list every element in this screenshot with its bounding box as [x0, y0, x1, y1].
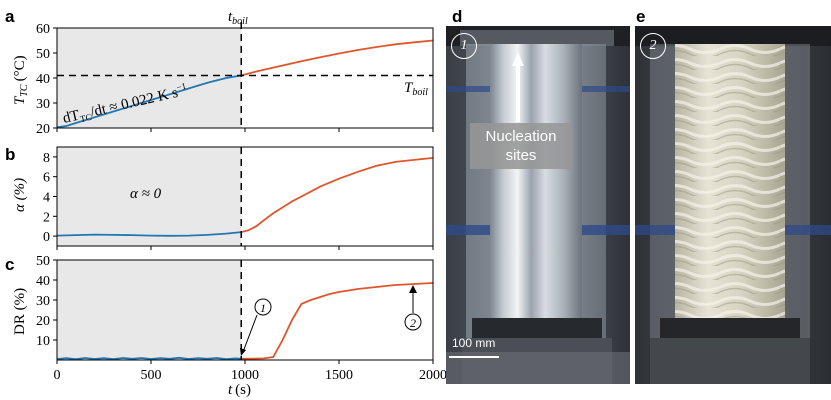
nucleation-line-2: sites [505, 147, 537, 164]
ytick-label-b: 8 [43, 151, 50, 166]
shaded-region-b [57, 147, 242, 246]
nucleation-line-1: Nucleation [485, 128, 557, 145]
y-label-a: TTC(°C) [12, 55, 30, 105]
ytick-label-b: 2 [43, 210, 50, 225]
series-line-a-1 [56, 74, 242, 129]
panel-letter-a: a [5, 7, 15, 26]
ytick-label-b: 6 [43, 171, 50, 186]
panel-letter-d: d [452, 7, 462, 26]
scale-bar [449, 356, 499, 358]
ytick-label-c: 10 [36, 334, 50, 349]
chart-a: 20 30 40 50 60 [36, 22, 434, 137]
xtick-label: 1000 [231, 368, 259, 383]
xtick-label: 0 [54, 368, 61, 383]
series-line-c-2 [241, 282, 434, 360]
ytick-label-c: 40 [36, 274, 50, 289]
xtick-label: 1500 [325, 368, 353, 383]
panel-letter-c: c [5, 255, 14, 274]
marker-2: 2 [404, 285, 422, 331]
series-line-c-1 [56, 356, 242, 361]
marker-1: 1 [240, 298, 272, 356]
svg-text:2: 2 [410, 316, 416, 330]
ytick-label-b: 0 [43, 230, 50, 245]
T-boil-label: Tboil [404, 80, 428, 98]
ytick-label-a: 30 [36, 97, 50, 112]
panel-letter-b: b [5, 145, 15, 164]
shaded-region-c [57, 260, 242, 360]
series-line-b-2 [240, 157, 434, 233]
photo-e-badge: 2 [640, 33, 666, 59]
chart-b: 0 2 4 6 8 [43, 146, 434, 250]
series-line-b-1 [56, 231, 242, 237]
shaded-region-a [57, 28, 242, 128]
ytick-label-b: 4 [43, 191, 50, 206]
photo-d [446, 26, 630, 384]
xtick-label: 2000 [419, 368, 447, 383]
ytick-label-a: 50 [36, 47, 50, 62]
photo-d-badge: 1 [451, 33, 477, 59]
xtick-label: 500 [141, 368, 162, 383]
series-line-a-2 [240, 39, 434, 77]
nucleation-sites-label: Nucleation sites [470, 123, 572, 169]
ytick-label-a: 20 [36, 122, 50, 137]
x-label: t(s) [228, 382, 251, 398]
ytick-label-a: 60 [36, 22, 50, 37]
y-label-b: α (%) [12, 178, 28, 212]
scale-bar-label: 100 mm [452, 336, 496, 350]
photo-e [635, 26, 831, 384]
ytick-label-c: 50 [36, 254, 50, 269]
t-boil-label: tboil [228, 9, 248, 27]
svg-text:1: 1 [260, 301, 266, 315]
ytick-label-c: 20 [36, 314, 50, 329]
ytick-label-c: 30 [36, 294, 50, 309]
alpha-annotation: α ≈ 0 [130, 186, 162, 202]
y-label-c: DR (%) [12, 288, 28, 335]
panel-letter-e: e [636, 7, 645, 26]
ytick-label-a: 40 [36, 72, 50, 87]
